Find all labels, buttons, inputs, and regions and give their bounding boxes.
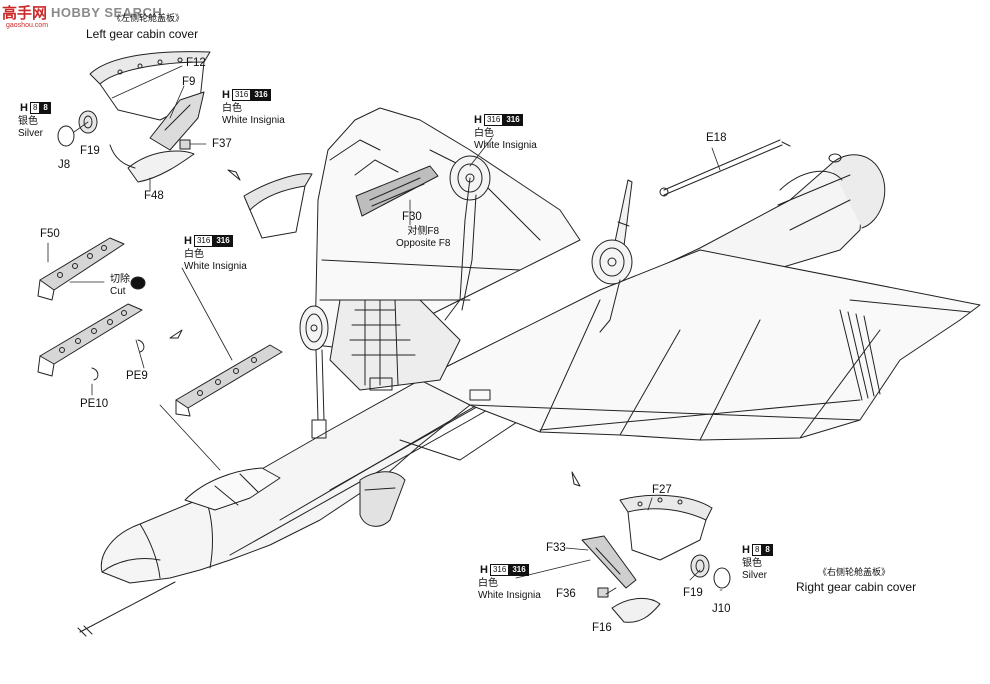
paint-code-b: 316 (509, 564, 529, 576)
part-panel-upper-left (244, 174, 312, 238)
part-e18-rod (660, 140, 790, 196)
label-f37: F37 (212, 138, 232, 150)
paint-callout-h316-left: H 316 316 (184, 235, 233, 247)
part-f50-panel (38, 238, 124, 300)
label-f30: F30 (402, 211, 422, 223)
paint-code-b: 316 (251, 89, 271, 101)
watermark-logo-text: 高手网 (2, 5, 48, 22)
left-cover-title-en: Left gear cabin cover (86, 27, 199, 41)
part-j10 (714, 568, 730, 588)
paint-prefix: H (474, 114, 482, 126)
paint-code-a: 316 (231, 89, 252, 101)
part-f36 (598, 588, 608, 597)
label-j10: J10 (712, 603, 731, 615)
paint-prefix: H (480, 564, 488, 576)
paint-name-en: Silver (742, 570, 768, 581)
opposite-note: 对侧F8 Opposite F8 (396, 226, 450, 250)
part-f16 (612, 598, 660, 622)
label-f50: F50 (40, 228, 60, 240)
part-f37 (180, 140, 190, 149)
paint-code-a: 8 (751, 544, 763, 556)
paint-prefix: H (222, 89, 230, 101)
watermark-logo: 高手网 HOBBY SEARCH gaoshou.com (2, 2, 163, 29)
label-f36: F36 (556, 588, 576, 600)
cut-note-cn: 切除 (110, 274, 130, 285)
paint-code-a: 316 (193, 235, 214, 247)
paint-code-b: 8 (40, 102, 51, 114)
part-f-side-panel (176, 345, 282, 416)
paint-callout-h8-left: H 8 8 (20, 102, 51, 114)
watermark-brand-text: HOBBY SEARCH (51, 5, 163, 20)
label-f19-left: F19 (80, 145, 100, 157)
part-j8 (58, 126, 74, 146)
paint-name-en: White Insignia (184, 261, 247, 272)
paint-prefix: H (742, 544, 750, 556)
paint-name-h316-mid: 白色 White Insignia (474, 128, 537, 152)
label-f19-right: F19 (683, 587, 703, 599)
opposite-note-en: Opposite F8 (396, 238, 451, 249)
paint-name-h316-f33: 白色 White Insignia (478, 578, 541, 602)
paint-code-b: 316 (213, 235, 233, 247)
part-f48 (110, 145, 194, 182)
paint-prefix: H (20, 102, 28, 114)
paint-name-cn: 银色 (18, 116, 38, 127)
label-e18: E18 (706, 132, 727, 144)
label-f33: F33 (546, 542, 566, 554)
paint-code-a: 8 (29, 102, 41, 114)
paint-callout-h8-right: H 8 8 (742, 544, 773, 556)
paint-name-en: White Insignia (478, 590, 541, 601)
paint-prefix: H (184, 235, 192, 247)
label-pe10: PE10 (80, 398, 109, 410)
left-cover-title-cn: 《左侧轮舱盖板》 (112, 13, 185, 23)
label-f48: F48 (144, 190, 164, 202)
label-f9: F9 (182, 76, 196, 88)
nose-wheel (300, 306, 328, 438)
right-cover-title-en: Right gear cabin cover (796, 580, 917, 594)
paint-code-b: 316 (503, 114, 523, 126)
label-f27: F27 (652, 484, 672, 496)
paint-callout-h316-mid: H 316 316 (474, 114, 523, 126)
right-main-wheel (592, 240, 632, 332)
paint-name-cn: 银色 (742, 558, 762, 569)
gear-bay-details (330, 300, 490, 400)
part-f12-panel (90, 52, 210, 120)
paint-name-cn: 白色 (184, 249, 204, 260)
right-cover-title-cn: 《右侧轮舱盖板》 (818, 567, 891, 577)
paint-name-h316-f9: 白色 White Insignia (222, 103, 285, 127)
label-j8: J8 (58, 159, 71, 171)
paint-name-cn: 白色 (474, 128, 494, 139)
paint-name-cn: 白色 (222, 103, 242, 114)
paint-name-h8-right: 银色 Silver (742, 558, 767, 582)
paint-name-en: White Insignia (474, 140, 537, 151)
main-wing (420, 250, 980, 440)
part-f33-door (582, 536, 636, 588)
cut-note: 切除 Cut (110, 274, 130, 298)
part-f9-door (150, 92, 204, 150)
part-pe-panel (38, 304, 144, 380)
paint-code-a: 316 (489, 564, 510, 576)
paint-name-en: White Insignia (222, 115, 285, 126)
label-f16: F16 (592, 622, 612, 634)
label-f12: F12 (186, 57, 206, 69)
cut-note-en: Cut (110, 286, 126, 297)
paint-callout-h316-f33: H 316 316 (480, 564, 529, 576)
paint-code-a: 316 (483, 114, 504, 126)
label-pe9: PE9 (126, 370, 148, 382)
paint-name-h8-left: 银色 Silver (18, 116, 43, 140)
paint-name-h316-left: 白色 White Insignia (184, 249, 247, 273)
paint-callout-h316-f9: H 316 316 (222, 89, 271, 101)
part-f19-right (691, 555, 709, 577)
paint-code-b: 8 (762, 544, 773, 556)
direction-arrow-icons (170, 170, 580, 486)
part-f30-panel (356, 166, 438, 216)
paint-name-en: Silver (18, 128, 44, 139)
watermark-site-text: gaoshou.com (6, 22, 49, 29)
part-f27-panel (620, 495, 712, 560)
opposite-note-cn: 对侧F8 (407, 226, 440, 237)
left-main-wheel (445, 156, 490, 320)
paint-name-cn: 白色 (478, 578, 498, 589)
cut-marker-icon (131, 277, 145, 289)
